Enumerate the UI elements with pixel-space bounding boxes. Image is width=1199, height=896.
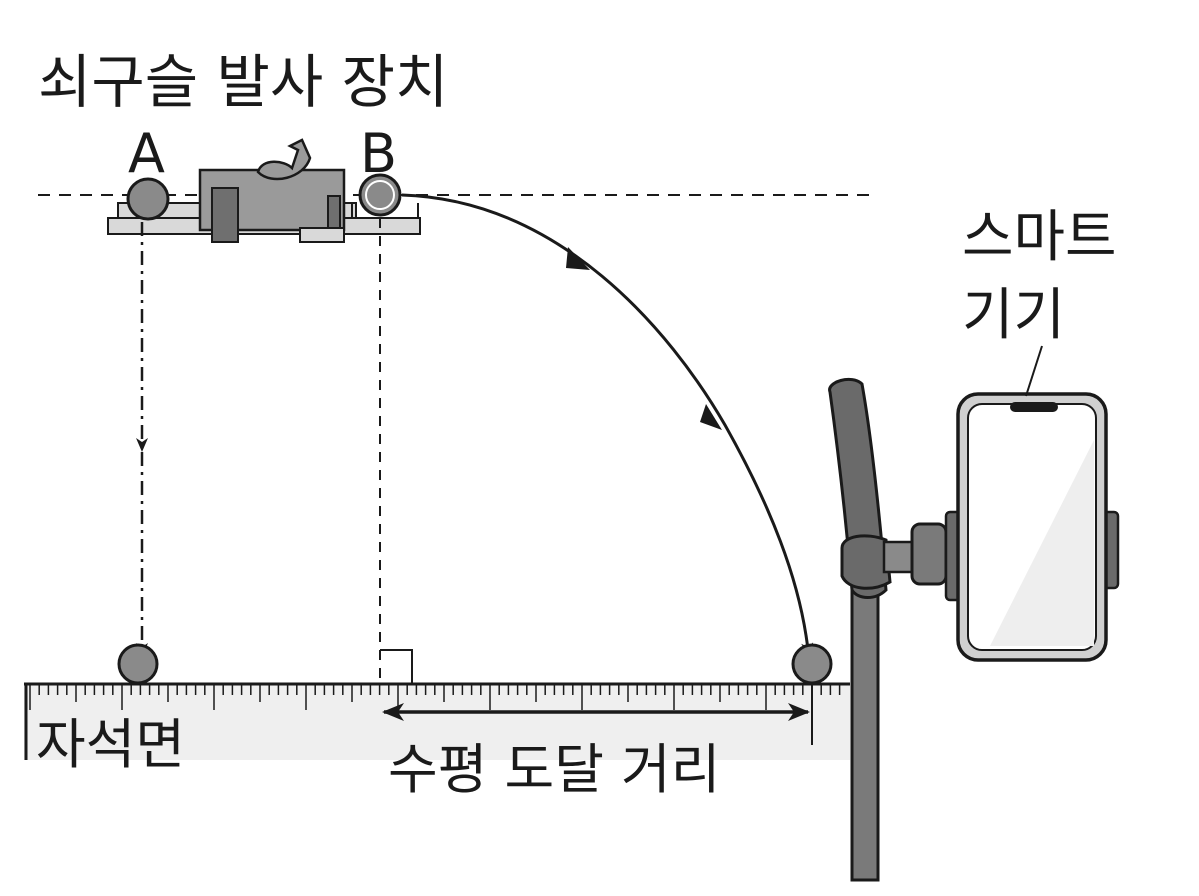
distance-label: 수평 도달 거리 [388,738,720,801]
device-label-line2: 기기 [962,283,1065,348]
trajectory-arrow-2 [700,404,722,430]
title: 쇠구슬 발사 장치 [38,48,448,116]
right-angle-marker [380,649,413,684]
trajectory-arrow-1 [566,247,590,270]
steel-ball-icon [117,643,159,685]
launcher-clamp-left [211,187,239,243]
ball-a-label: A [128,122,165,185]
stand-joint [840,534,892,590]
phone-notch [1010,402,1058,412]
ball-b-highlight [365,180,395,210]
magnetic-surface [24,684,850,760]
smartphone-icon [956,392,1108,662]
steel-ball-icon [791,643,833,685]
launcher-foot [299,227,345,243]
surface-label: 자석면 [36,713,185,776]
launcher-lever [256,138,312,181]
stand-knob [910,522,948,586]
launcher-icon [107,138,421,243]
ball-b-trajectory [401,193,814,657]
device-label-line1: 스마트 [962,205,1117,270]
phone-screen-glare [990,440,1094,646]
device-leader-line [1025,345,1043,397]
launcher-cup [351,203,419,219]
ruler-ticks [29,684,841,710]
steel-ball-icon [126,177,170,221]
stand-pole [850,558,880,882]
ruler-icon [24,682,850,760]
